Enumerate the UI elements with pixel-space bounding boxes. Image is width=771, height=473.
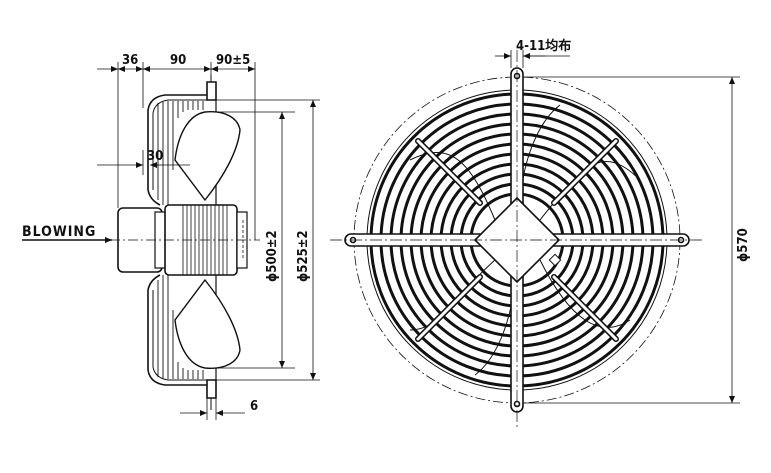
hole-dim-lines [495,50,570,68]
top-dimension-lines [97,62,256,240]
vertical-dimension-lines [216,99,320,381]
fan-blades-side [174,111,241,369]
dim-phi525-label: ϕ525±2 [296,230,311,282]
dim-570-lines [523,76,740,404]
blowing-label: BLOWING [22,224,96,240]
dim-36-label: 36 [122,53,138,68]
guard-housing-side [147,94,207,386]
side-view [22,62,320,420]
dim-6-label: 6 [250,399,258,414]
dim-phi570-label: ϕ570 [736,228,751,262]
dim-30-lines [97,150,190,175]
dim-90-label: 90 [170,53,186,68]
dim-6-lines [180,398,245,420]
dim-phi500-label: ϕ500±2 [265,230,280,282]
dim-30-label: 30 [147,149,163,164]
front-view [330,50,740,430]
dim-90tol-label: 90±5 [216,53,250,68]
holes-label: 4-11均布 [516,38,571,54]
